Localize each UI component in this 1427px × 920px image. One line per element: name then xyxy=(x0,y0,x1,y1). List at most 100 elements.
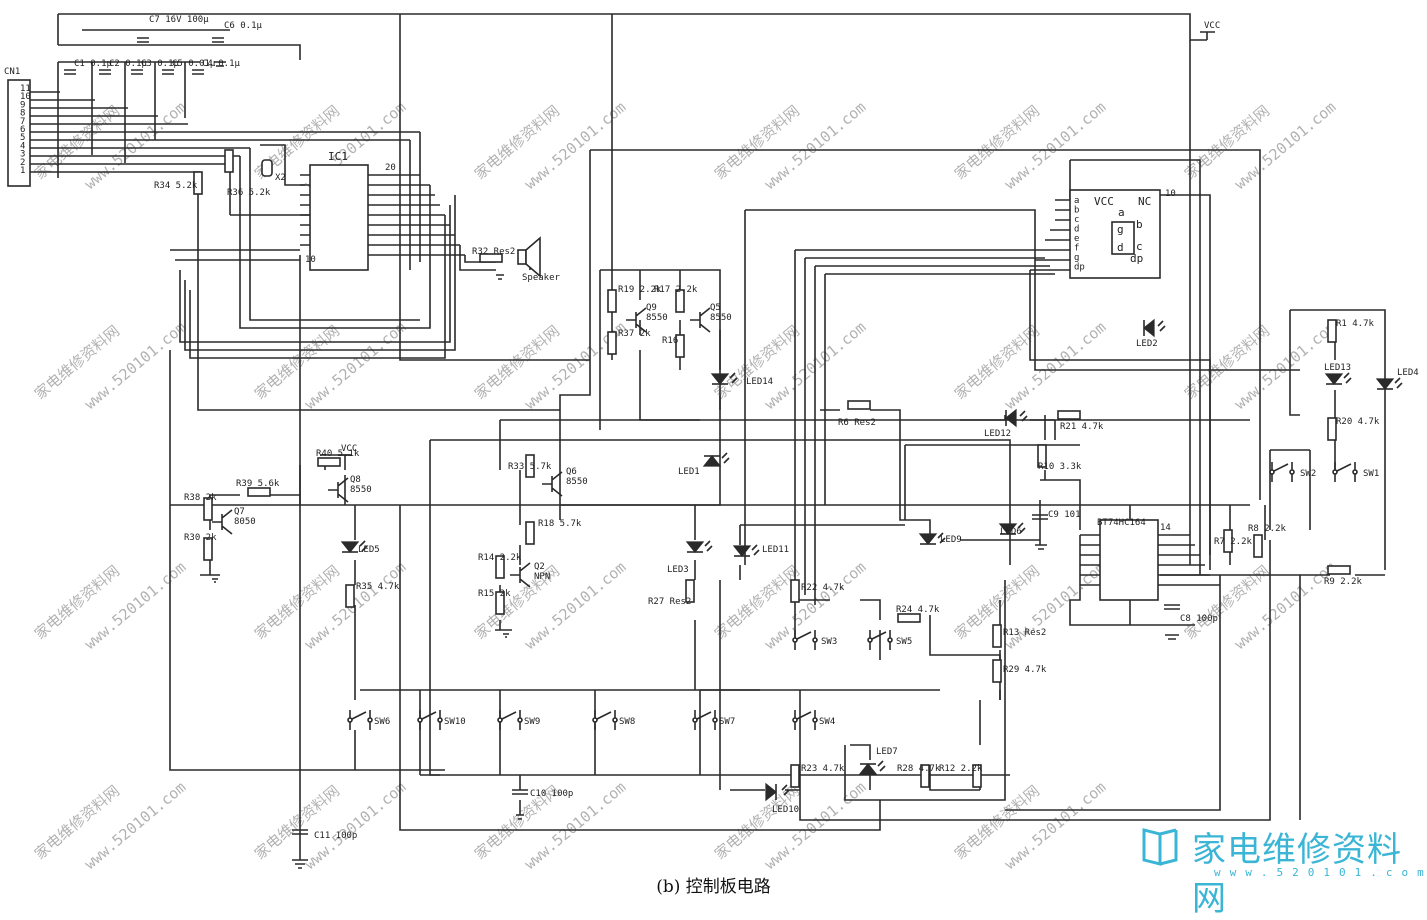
ic2-part: BT74HC164 xyxy=(1097,518,1146,528)
capacitor-label-c4: C4 0.1μ xyxy=(202,59,241,69)
watermark-tile-url: www.520101.com xyxy=(301,318,409,413)
transistor-part-q5: 8550 xyxy=(710,313,732,323)
seg-dp: dp xyxy=(1130,252,1143,265)
watermark-tile-url: www.520101.com xyxy=(81,98,189,193)
led-led7: LED7 xyxy=(858,747,898,775)
resistor-label-r1: R1 4.7k xyxy=(1336,319,1375,329)
transistor-ref-q9: Q9 xyxy=(646,303,657,313)
display-pin-d: d xyxy=(1074,225,1079,235)
led-label-led2: LED2 xyxy=(1136,339,1158,349)
capacitor-label-c6: C6 0.1μ xyxy=(224,21,263,31)
capacitor-c1: C1 0.1μ xyxy=(64,59,113,75)
resistor-label-r17: R17 2.2k xyxy=(654,285,698,295)
transistor-part-q2: NPN xyxy=(534,572,550,582)
resistor-label-r40: R40 5.1k xyxy=(316,449,360,459)
resistor-label-r28: R28 4.7k xyxy=(897,764,941,774)
ic1: IC1 20 10 xyxy=(305,150,396,271)
connector-pin-2: 2 xyxy=(20,158,25,168)
capacitor-label-c5: C5 0.01μ xyxy=(172,59,216,69)
seg-d: d xyxy=(1117,241,1124,254)
capacitor-label-c8: C8 100p xyxy=(1180,614,1218,624)
transistor-ref-q7: Q7 xyxy=(234,507,245,517)
resistor-label-r29: R29 4.7k xyxy=(1003,665,1047,675)
resistor-r40: R40 5.1k xyxy=(316,449,360,467)
resistor-r17: R17 2.2k xyxy=(654,285,698,313)
resistor-label-r27: R27 Res2 xyxy=(648,597,691,607)
watermark-tile-url: www.520101.com xyxy=(1001,558,1109,653)
switch-sw9: SW9 xyxy=(497,710,540,730)
switch-label-sw2: SW2 xyxy=(1300,469,1316,479)
switch-label-sw3: SW3 xyxy=(821,637,837,647)
resistor-r1: R1 4.7k xyxy=(1327,319,1375,343)
resistor-r15: R15 2k xyxy=(478,589,511,615)
resistor-label-r21: R21 4.7k xyxy=(1060,422,1104,432)
capacitor-c10: C10 100p xyxy=(512,789,573,799)
watermark-tile-url: www.520101.com xyxy=(761,778,869,873)
led-label-led1: LED1 xyxy=(678,467,700,477)
led-led11: LED11 xyxy=(732,544,789,557)
switch-sw8: SW8 xyxy=(592,710,635,730)
resistor-r19: R19 2.2k xyxy=(607,285,662,313)
resistor-r37: R37 2k xyxy=(607,329,651,355)
led-label-led3: LED3 xyxy=(667,565,689,575)
resistor-r34: R34 5.2k xyxy=(154,171,203,195)
led-label-led13: LED13 xyxy=(1324,363,1351,373)
resistor-r36: R36 5.2k xyxy=(224,149,271,198)
led-label-led7: LED7 xyxy=(876,747,898,757)
ground-symbols xyxy=(200,61,1179,869)
resistor-r29: R29 4.7k xyxy=(992,659,1047,683)
resistor-r35: R35 4.7k xyxy=(345,582,400,608)
resistor-label-r22: R22 4.7k xyxy=(801,583,845,593)
led-led3: LED3 xyxy=(667,540,713,575)
capacitor-label-c1: C1 0.1μ xyxy=(74,59,113,69)
resistor-r12: R12 2.2k xyxy=(939,764,983,788)
led-label-led6: LED6 xyxy=(1000,527,1022,537)
resistor-label-r13: R13 Res2 xyxy=(1003,628,1046,638)
resistor-label-r30: R30 2k xyxy=(184,533,217,543)
watermark-url: www.520101.com xyxy=(1214,866,1427,879)
switch-label-sw6: SW6 xyxy=(374,717,390,727)
diagram-caption: (b) 控制板电路 xyxy=(656,877,771,897)
display-pin: 10 xyxy=(1165,189,1176,199)
resistor-r9: R9 2.2k xyxy=(1324,565,1363,587)
resistor-label-r20: R20 4.7k xyxy=(1336,417,1380,427)
led-label-led11: LED11 xyxy=(762,545,789,555)
capacitor-label-c2: C2 0.1μ xyxy=(109,59,148,69)
switch-sw7: SW7 xyxy=(692,710,735,730)
led-led9: LED9 xyxy=(918,532,962,545)
resistor-r27: R27 Res2 xyxy=(648,579,695,607)
seg-g: g xyxy=(1117,223,1124,236)
resistor-label-r6: R6 Res2 xyxy=(838,418,876,428)
led-label-led12: LED12 xyxy=(984,429,1011,439)
switch-sw4: SW4 xyxy=(792,710,835,730)
seg-c: c xyxy=(1136,240,1143,253)
led-led13: LED13 xyxy=(1324,363,1352,385)
ic1-pin-top: 20 xyxy=(385,163,396,173)
switch-label-sw9: SW9 xyxy=(524,717,540,727)
switch-sw3: SW3 xyxy=(792,630,837,650)
resistor-r30: R30 2k xyxy=(184,533,217,561)
display-vcc: VCC xyxy=(1094,195,1114,208)
switch-sw10: SW10 xyxy=(417,710,466,730)
capacitor-label-c7: C7 16V 100μ xyxy=(149,15,209,25)
display-pin-e: e xyxy=(1074,234,1079,244)
resistor-r18: R18 5.7k xyxy=(525,519,582,545)
capacitor-c7: C7 16V 100μ xyxy=(137,15,209,43)
resistor-r7: R7 2.2k xyxy=(1214,529,1253,553)
watermark-tile-url: www.520101.com xyxy=(301,778,409,873)
resistor-label-r12: R12 2.2k xyxy=(939,764,983,774)
connector-pin-10: 10 xyxy=(20,92,31,102)
led-led5: LED5 xyxy=(340,540,380,555)
vcc-q8: VCC xyxy=(338,444,357,456)
resistor-label-r9: R9 2.2k xyxy=(1324,577,1363,587)
transistor-part-q8: 8550 xyxy=(350,485,372,495)
resistor-label-r39: R39 5.6k xyxy=(236,479,280,489)
switch-label-sw4: SW4 xyxy=(819,717,835,727)
resistor-r20: R20 4.7k xyxy=(1327,417,1380,441)
